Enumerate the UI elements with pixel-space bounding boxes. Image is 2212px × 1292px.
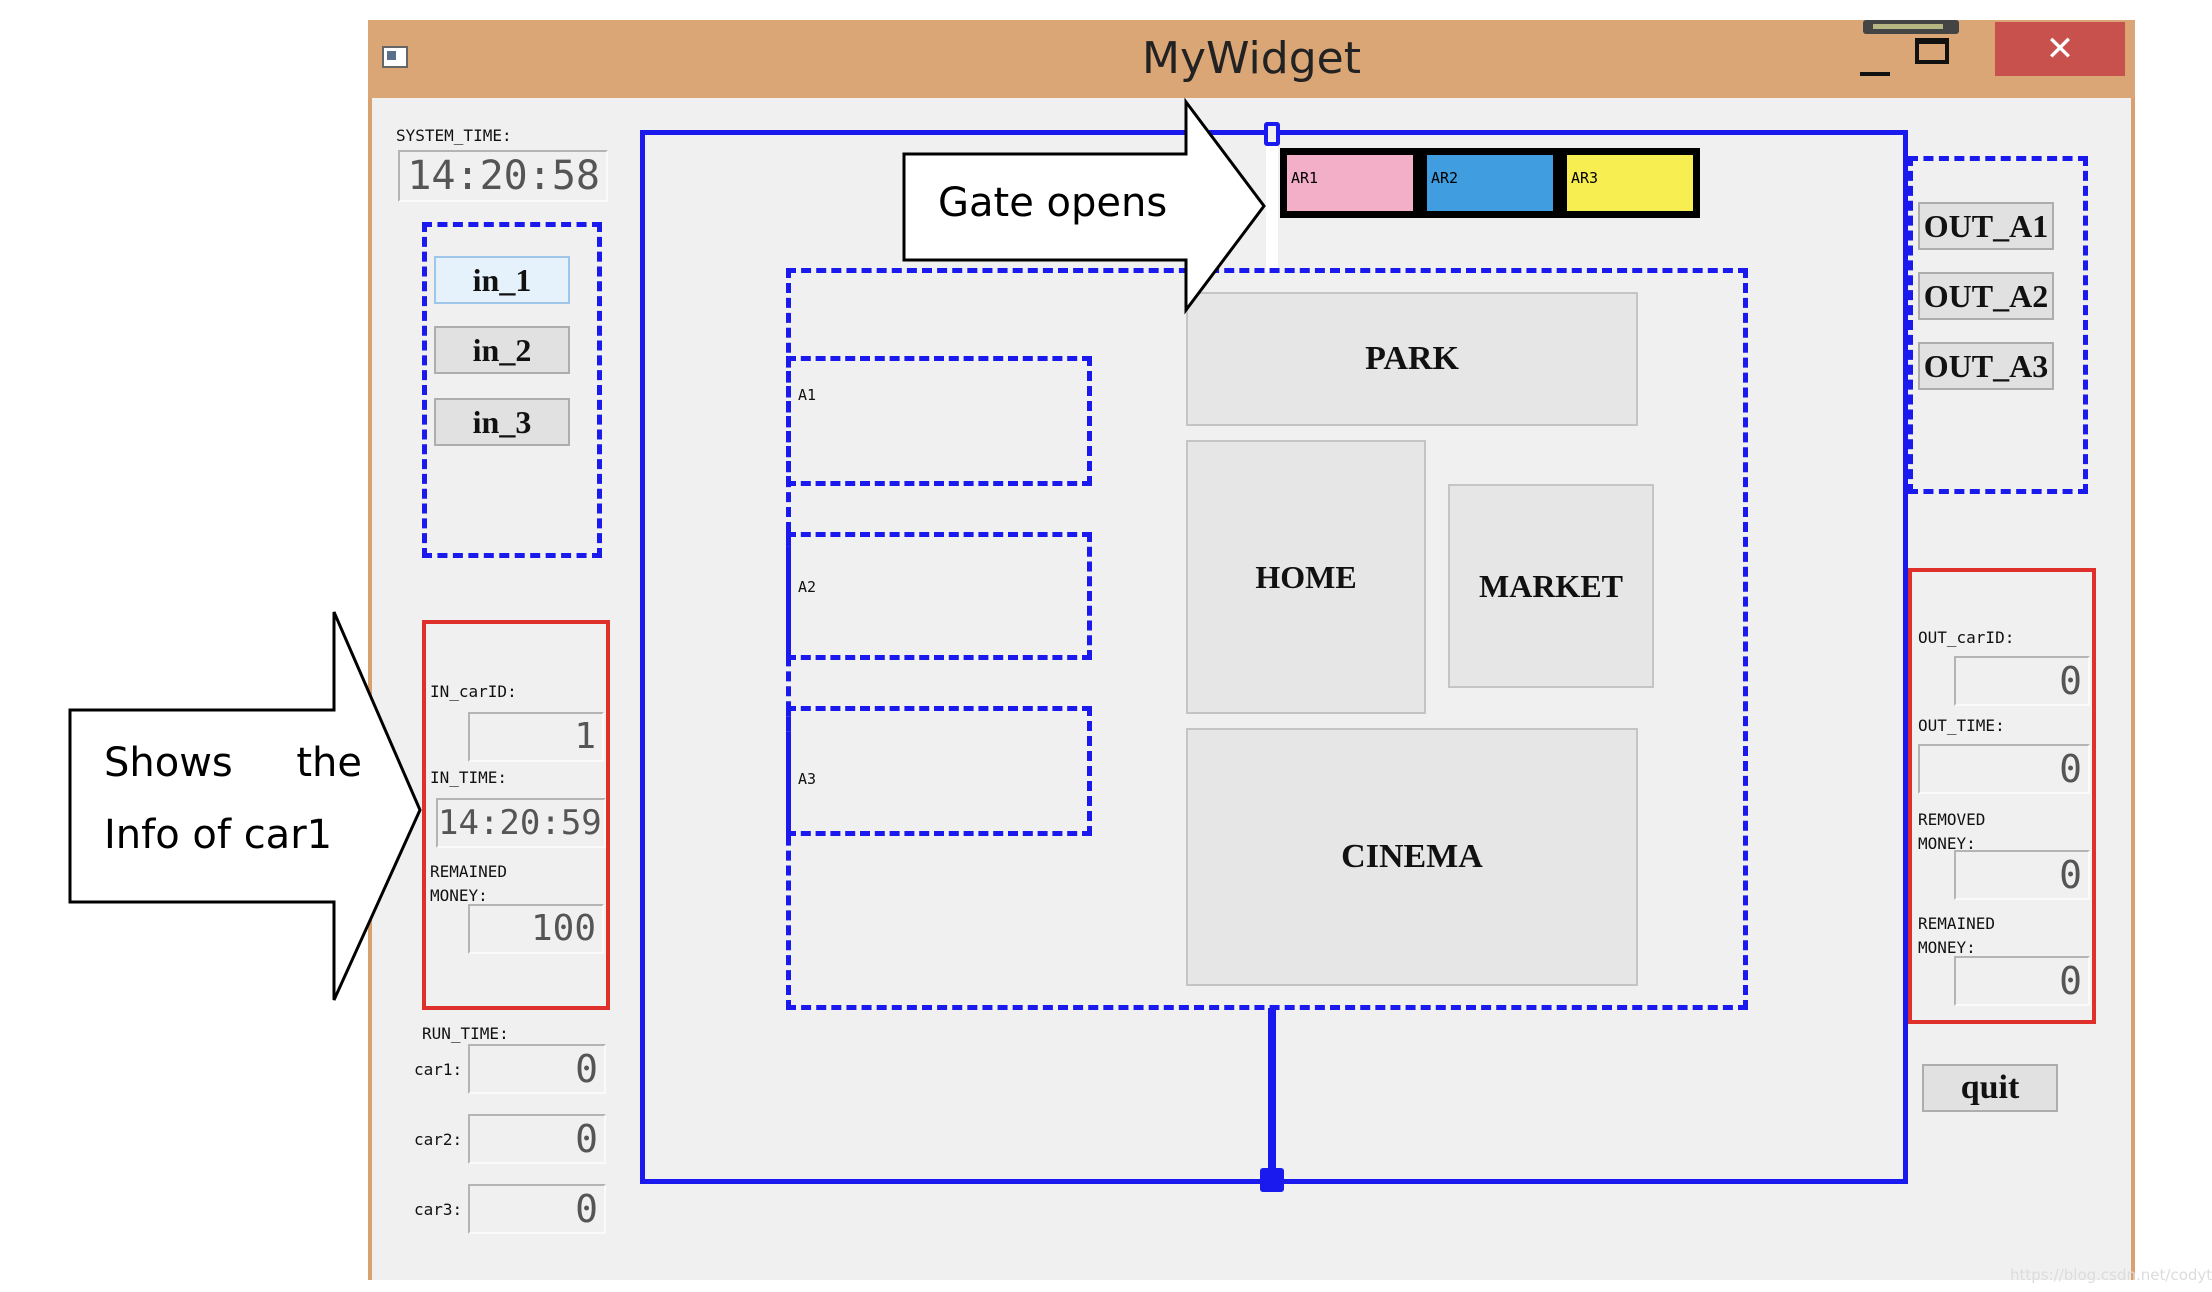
area-a1-label: A1 [798,386,817,404]
out-carid-label: OUT_carID: [1918,628,2015,647]
run-time-label: RUN_TIME: [422,1024,509,1043]
in-2-button[interactable]: in_2 [434,326,570,374]
window-title: MyWidget [1142,33,1361,84]
maximize-button[interactable] [1915,38,1949,64]
in-carid-label: IN_carID: [430,682,517,701]
home-zone: HOME [1186,440,1426,714]
system-time-display: 14:20:58 [398,150,608,202]
out-remained-money-display: 0 [1954,956,2090,1006]
gate-ar3: AR3 [1560,148,1700,218]
out-removed-money-label-1: REMOVED [1918,810,1986,829]
in-3-button[interactable]: in_3 [434,398,570,446]
run-time-car1-display: 0 [468,1044,606,1094]
info-callout-line2: Info of car1 [104,812,333,858]
out-a3-button[interactable]: OUT_A3 [1918,342,2054,390]
gate-callout-text: Gate opens [938,180,1168,226]
area-a3-label: A3 [798,770,817,788]
out-carid-display: 0 [1954,656,2090,706]
gate-ar1: AR1 [1280,148,1420,218]
in-buttons-frame [422,222,602,558]
out-a1-button[interactable]: OUT_A1 [1918,202,2054,250]
area-a2-label: A2 [798,578,817,596]
out-time-label: OUT_TIME: [1918,716,2005,735]
in-time-label: IN_TIME: [430,768,508,787]
out-removed-money-label-2: MONEY: [1918,834,1976,853]
minimize-button[interactable] [1860,50,1890,76]
cinema-zone: CINEMA [1186,728,1638,986]
gate-callout-arrow [902,97,1266,315]
gate-opening [1266,146,1278,272]
run-time-car1-label: car1: [414,1060,463,1079]
run-time-car2-label: car2: [414,1130,463,1149]
gate-top-post [1264,122,1280,146]
info-callout-line1: Shows the [104,740,362,786]
gate-bottom-line [1268,1008,1276,1180]
out-a2-button[interactable]: OUT_A2 [1918,272,2054,320]
system-time-label: SYSTEM_TIME: [396,126,512,145]
in-remained-money-display: 100 [468,904,604,954]
watermark-text: https://blog.csdn.net/codytele [2010,1266,2212,1284]
out-time-display: 0 [1918,744,2090,794]
market-zone: MARKET [1448,484,1654,688]
out-remained-money-label-2: MONEY: [1918,938,1976,957]
run-time-car3-label: car3: [414,1200,463,1219]
area-a3 [786,706,1092,836]
in-1-button[interactable]: in_1 [434,256,570,304]
out-buttons-frame [1908,156,2088,494]
in-carid-display: 1 [468,712,604,762]
in-remained-money-label-1: REMAINED [430,862,508,881]
in-remained-money-label-2: MONEY: [430,886,488,905]
area-a2 [786,532,1092,660]
title-bar[interactable]: MyWidget ✕ [368,20,2135,98]
in-info-panel [422,620,610,1010]
park-zone: PARK [1186,292,1638,426]
close-icon: ✕ [2045,29,2075,69]
gate-ar2: AR2 [1420,148,1560,218]
titlebar-overlay-strip [1863,20,1959,34]
in-time-display: 14:20:59 [436,798,606,848]
info-callout-arrow [68,611,422,1001]
area-a1 [786,356,1092,486]
out-removed-money-display: 0 [1954,850,2090,900]
out-remained-money-label-1: REMAINED [1918,914,1996,933]
gate-bottom-post [1260,1168,1284,1192]
app-icon [382,46,408,68]
close-button[interactable]: ✕ [1995,22,2125,76]
run-time-car3-display: 0 [468,1184,606,1234]
out-info-panel [1908,568,2096,1024]
quit-button[interactable]: quit [1922,1064,2058,1112]
run-time-car2-display: 0 [468,1114,606,1164]
